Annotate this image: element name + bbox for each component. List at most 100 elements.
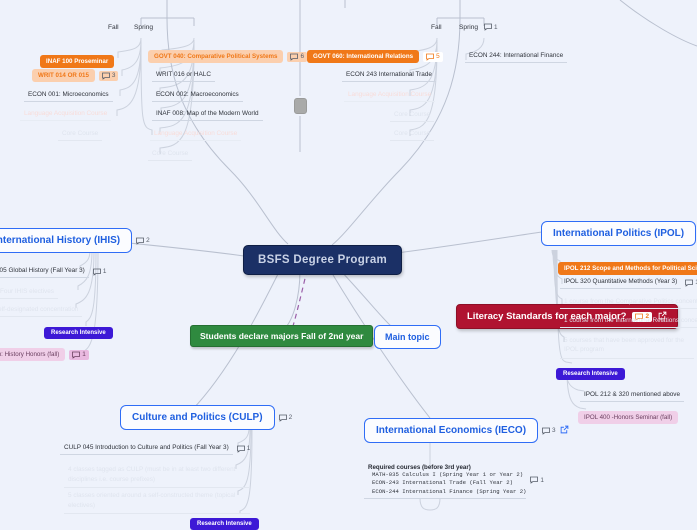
culp-item-tagged-classes[interactable]: 4 classes tagged as CULP (must be in at … [64,463,250,489]
comment-icon [685,279,694,287]
ihis-item-electives[interactable]: Four IHIS electives [0,286,58,299]
node-main-topic[interactable]: Main topic [374,325,441,349]
comment-icon [236,445,245,453]
comment-badge-spring-year2[interactable]: 1 [484,23,498,31]
comment-icon [278,414,287,422]
comment-badge[interactable]: 2 [136,237,150,245]
course-core-f2-b[interactable]: Core Course [390,128,435,141]
comment-icon [542,427,550,435]
ipol-item-212[interactable]: IPOL 212 Scope and Methods for Political… [558,257,697,275]
ihis-item-concentration[interactable]: toward self-designated concentration [0,304,83,317]
comment-badge[interactable]: 1 [69,349,89,360]
item-label: IPOL 400 -Honors Seminar (fall) [578,411,679,424]
comment-icon [102,72,110,80]
comment-count: 2 [288,414,293,421]
ieco-course-econ-244: ECON-244 International Finance (Spring Y… [372,487,527,495]
link-icon[interactable] [658,311,667,322]
major-header-ipol[interactable]: International Politics (IPOL) 3 [541,221,697,246]
comment-icon [136,237,145,245]
required-courses-heading: Required courses (before 3rd year) [368,464,471,471]
comment-badge[interactable]: 2 [632,311,653,322]
course-writ-014-015[interactable]: WRIT 014 OR 015 3 [32,69,119,82]
item-label: CULP 045 Introduction to Culture and Pol… [60,442,233,455]
major-header-ieco[interactable]: International Economics (IECO) 3 [364,418,569,443]
note-declare-majors[interactable]: Students declare majors Fall of 2nd year [190,325,374,347]
ihis-item-global-history[interactable]: 105 Global History (Fall Year 3) 1 [0,265,106,278]
ihis-item-history-honors[interactable]: m: History Honors (fall) 1 [0,348,89,361]
culp-item-theme-classes[interactable]: 5 classes oriented around a self-constru… [64,489,250,515]
comment-icon [426,53,434,61]
course-language-acq-f1[interactable]: Language Acquisition Course [20,108,112,121]
course-language-acq-f2[interactable]: Language Acquisition Course [344,89,436,102]
comment-count: 1 [246,445,251,452]
comment-badge[interactable]: 5 [423,51,443,62]
comment-count: 1 [494,23,498,31]
ieco-course-econ-243: ECON-243 International Trade (Fall Year … [372,479,513,487]
note-label: Literacy Standards for each major? [467,311,627,322]
ipol-item-mentioned-above[interactable]: IPOL 212 & 320 mentioned above [580,389,685,402]
comment-icon [290,53,299,61]
comment-badge[interactable]: 3 [98,70,119,81]
course-econ-244[interactable]: ECON 244: International Finance [465,50,568,63]
comment-count: 1 [82,351,86,358]
comment-badge[interactable]: 1 [685,279,697,287]
link-icon[interactable] [560,425,569,436]
course-govt-040[interactable]: GOVT 040: Comparative Political Systems … [148,50,308,63]
comment-count: 1 [102,268,107,275]
comment-icon [72,351,81,359]
course-econ-001[interactable]: ECON 001: Microeconomics [24,89,113,102]
ipol-item-320[interactable]: IPOL 320 Quantitative Methods (Year 3) 1 [560,276,697,289]
ipol-item-intl-relations[interactable]: 1 course from the International Relation… [560,315,697,328]
course-label: GOVT 060: International Relations [307,50,420,63]
comment-badge[interactable]: 3 [542,427,556,435]
comment-count: 2 [146,237,150,244]
comment-badge[interactable]: 1 [236,445,251,453]
comment-badge[interactable]: 1 [92,268,107,276]
course-core-s1[interactable]: Core Course [148,148,193,161]
comment-badge[interactable]: 6 [287,51,308,62]
season-label-fall-year2: Fall [431,24,442,31]
course-inaf-100[interactable]: INAF 100 Proseminar [40,50,115,68]
comment-count: 1 [540,476,544,484]
item-label: IPOL 212 Scope and Methods for Political… [558,262,697,275]
ipol-item-400-honors[interactable]: IPOL 400 -Honors Seminar (fall) [578,406,679,424]
item-label: 105 Global History (Fall Year 3) [0,265,89,278]
course-label: INAF 100 Proseminar [40,55,115,68]
course-writ-016[interactable]: WRIT 016 or HALC [152,69,215,82]
ihis-item-research-intensive[interactable]: Research Intensive [44,321,113,339]
course-govt-060[interactable]: GOVT 060: International Relations 5 [307,50,443,63]
season-label-fall-year1: Fall [108,24,119,31]
comment-badge[interactable]: 2 [278,414,293,422]
comment-badge[interactable]: 1 [530,476,544,484]
ipol-item-approved-courses[interactable]: 5 courses that have been approved for th… [560,334,694,359]
ipol-item-research-intensive[interactable]: Research Intensive [556,362,625,380]
course-inaf-008[interactable]: INAF 008: Map of the Modern World [152,108,263,121]
comment-icon [530,476,539,484]
ieco-required-courses[interactable]: Required courses (before 3rd year) MATH-… [364,462,544,500]
season-label-spring-year2: Spring [459,24,479,31]
major-header-culp[interactable]: Culture and Politics (CULP) 2 [120,405,292,430]
major-header-ihis[interactable]: International History (IHIS) 2 [0,228,150,253]
research-badge-label: Research Intensive [556,368,625,380]
root-node-bsfs-degree-program[interactable]: BSFS Degree Program [243,245,403,275]
course-econ-243[interactable]: ECON 243 International Trade [342,69,436,82]
course-language-acq-s1[interactable]: Language Acquisition Course [150,128,242,141]
culp-item-045[interactable]: CULP 045 Introduction to Culture and Pol… [60,442,250,455]
major-title: International Politics (IPOL) [541,221,697,246]
comment-count: 5 [436,53,440,60]
ieco-course-math-035: MATH-035 Calculus I (Spring Year 1 or Ye… [372,471,524,478]
comment-icon [92,268,101,276]
comment-count: 1 [695,279,697,286]
culp-item-research-intensive[interactable]: Research Intensive [190,512,259,530]
course-label: GOVT 040: Comparative Political Systems [148,50,284,63]
course-core-f2-a[interactable]: Core Course [390,109,435,122]
collapse-handle[interactable] [294,98,307,114]
major-title: International Economics (IECO) [364,418,539,443]
course-core-f1[interactable]: Core Course [58,128,103,141]
course-econ-002[interactable]: ECON 002: Macroeconomics [152,89,243,102]
ipol-item-comparative[interactable]: 1 course from the Comparative Politics c… [560,296,697,309]
season-label-spring-year1: Spring [134,24,154,31]
comment-count: 6 [300,53,305,60]
comment-icon [484,23,492,31]
